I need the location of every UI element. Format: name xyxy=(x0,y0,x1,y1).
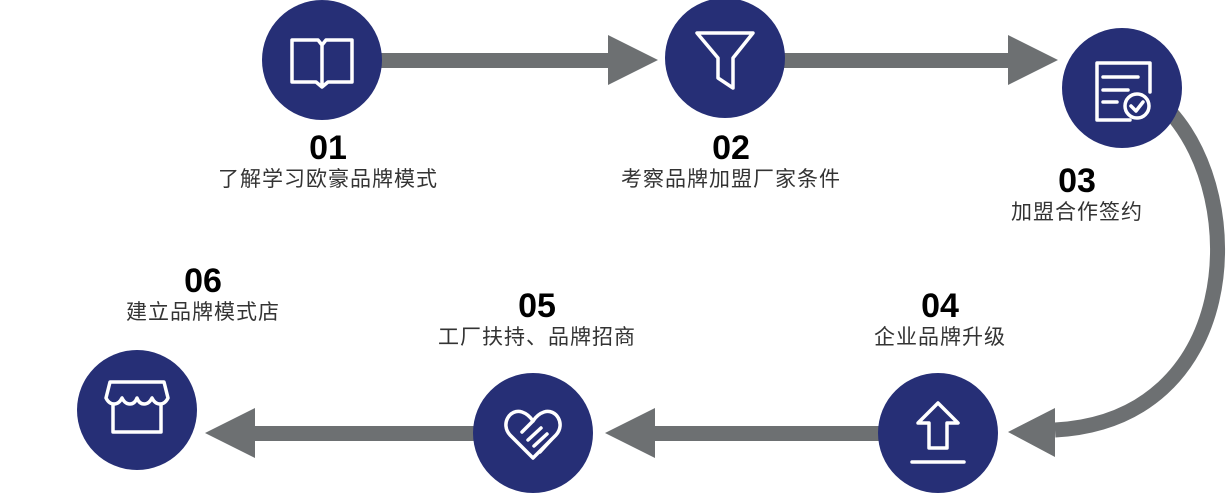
step-number: 05 xyxy=(518,287,556,325)
step-6-circle xyxy=(77,350,197,470)
arrow-5-to-6 xyxy=(205,408,476,458)
open-book-icon xyxy=(290,38,354,89)
arrow-2-to-3 xyxy=(782,35,1058,85)
step-4: 04 企业品牌升级 xyxy=(790,288,1090,350)
storefront-icon xyxy=(104,380,170,434)
upload-arrow-icon xyxy=(910,401,966,464)
funnel-icon xyxy=(695,31,755,90)
arrow-4-to-5 xyxy=(605,408,880,458)
step-5: 05 工厂扶持、品牌招商 xyxy=(387,288,687,350)
step-4-circle xyxy=(878,373,998,493)
step-2-circle xyxy=(665,0,785,118)
document-check-icon xyxy=(1095,61,1152,122)
step-label: 考察品牌加盟厂家条件 xyxy=(621,167,841,191)
step-number: 01 xyxy=(309,129,347,167)
step-number: 03 xyxy=(1058,162,1096,200)
step-label: 了解学习欧豪品牌模式 xyxy=(218,167,438,191)
step-label: 加盟合作签约 xyxy=(1011,200,1143,224)
step-2: 02 考察品牌加盟厂家条件 xyxy=(581,130,881,192)
step-6: 06 建立品牌模式店 xyxy=(53,263,353,325)
arrow-1-to-2 xyxy=(380,35,658,85)
step-3: 03 加盟合作签约 xyxy=(927,163,1227,225)
arrow-3-to-4 xyxy=(1008,106,1225,457)
heart-handshake-icon xyxy=(504,409,562,460)
step-number: 06 xyxy=(184,262,222,300)
step-number: 02 xyxy=(712,129,750,167)
step-1: 01 了解学习欧豪品牌模式 xyxy=(178,130,478,192)
step-number: 04 xyxy=(921,287,959,325)
step-label: 建立品牌模式店 xyxy=(126,300,280,324)
step-label: 企业品牌升级 xyxy=(874,325,1006,349)
step-label: 工厂扶持、品牌招商 xyxy=(438,325,636,349)
step-5-circle xyxy=(473,373,593,493)
step-3-circle xyxy=(1062,28,1182,148)
